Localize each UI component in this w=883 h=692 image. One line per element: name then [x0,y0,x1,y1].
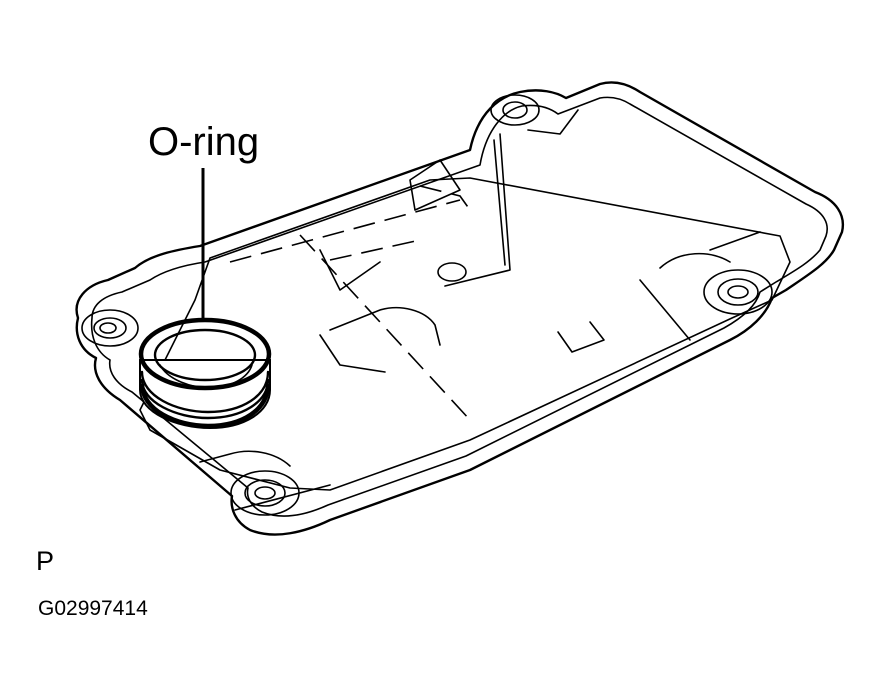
view-code: P [36,546,55,576]
bolt-boss-top [490,94,540,126]
bolt-boss-right [703,269,773,315]
bolt-boss-bottom [230,470,300,516]
o-ring-label: O-ring [148,120,260,164]
boss-detail [437,262,467,282]
figure-id: G02997414 [38,597,148,620]
bolt-boss-left [81,309,139,347]
o-ring [138,317,272,430]
